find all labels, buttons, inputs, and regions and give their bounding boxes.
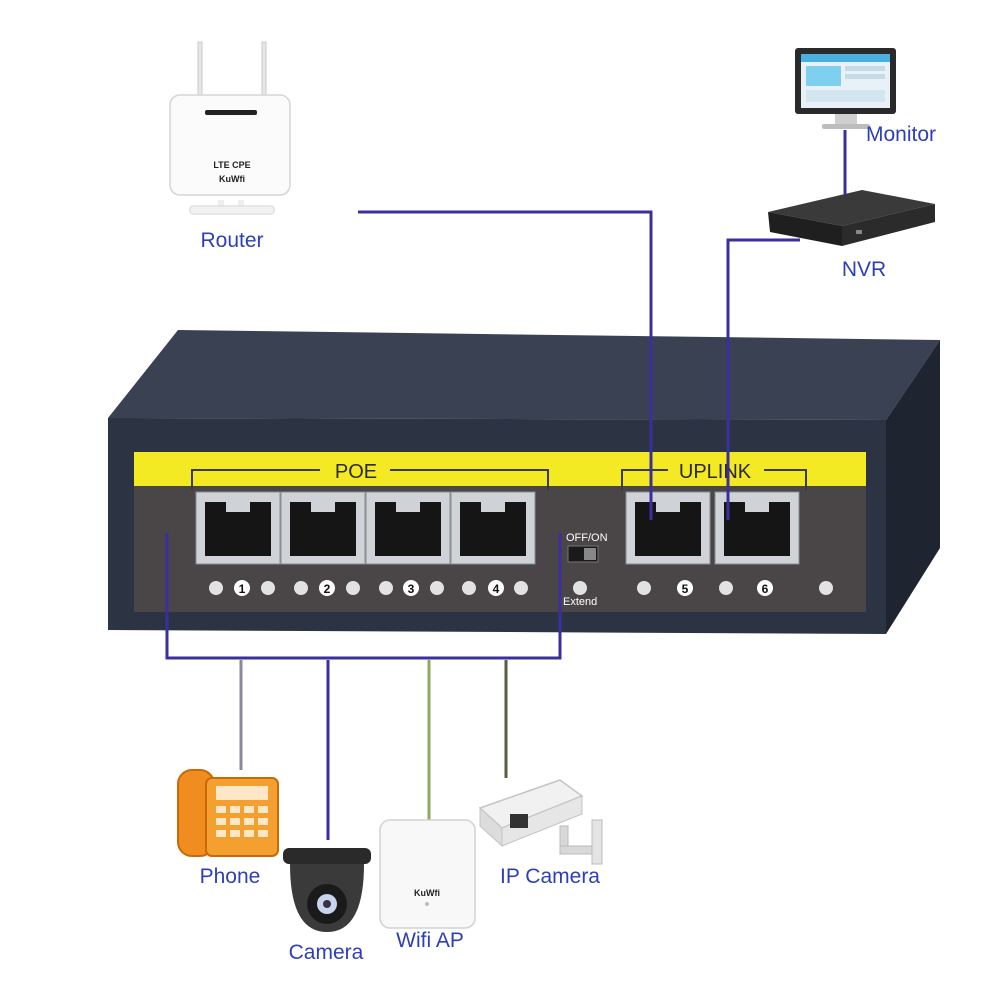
router-brand: KuWfi [219, 174, 245, 184]
port-6-number-badge [757, 580, 773, 596]
port-2-led-a [294, 581, 308, 595]
port-6-led [819, 581, 833, 595]
monitor-label: Monitor [866, 123, 936, 146]
port-3-number: 3 [408, 582, 415, 596]
ethernet-port-6[interactable] [714, 491, 800, 565]
router-cable [358, 210, 653, 520]
wifi-ap-device: KuWfi [379, 819, 476, 929]
port-2-number: 2 [324, 582, 331, 596]
poe-switch: POE UPLINK [108, 330, 940, 634]
port-6-number: 6 [762, 582, 769, 596]
port-3-number-badge [403, 580, 419, 596]
port-5-number: 5 [682, 582, 689, 596]
router-brand-top: LTE CPE [213, 160, 250, 170]
port-4-number-badge [488, 580, 504, 596]
wifi-ap-label: Wifi AP [396, 929, 464, 952]
phone-label: Phone [200, 865, 261, 888]
port-1-led-a [209, 581, 223, 595]
off-on-label: OFF/ON [566, 532, 608, 544]
port-1-number-badge [234, 580, 250, 596]
uplink-label: UPLINK [679, 461, 752, 483]
dome-camera-device [283, 848, 371, 932]
camera-label: Camera [289, 941, 364, 964]
port-5-number-badge [677, 580, 693, 596]
nvr-cable [726, 238, 800, 520]
ethernet-port-5[interactable] [625, 491, 711, 565]
nvr-device [768, 190, 935, 246]
port-3-led-b [430, 581, 444, 595]
ip-camera-device [478, 779, 603, 865]
poe-bus-cable [165, 533, 562, 660]
port-3-led-a [379, 581, 393, 595]
port-1-number: 1 [239, 582, 246, 596]
poe-label: POE [335, 461, 377, 483]
monitor-device [795, 48, 896, 129]
port-5-led-b [719, 581, 733, 595]
port-5-led-a [637, 581, 651, 595]
ethernet-port-2[interactable] [280, 491, 366, 565]
port-2-number-badge [319, 580, 335, 596]
port-1-led-b [261, 581, 275, 595]
wifi-ap-brand: KuWfi [414, 888, 440, 898]
port-2-led-b [346, 581, 360, 595]
port-4-led-b [514, 581, 528, 595]
extend-led [573, 581, 587, 595]
ethernet-port-4[interactable] [450, 491, 536, 565]
extend-label: Extend [563, 596, 597, 608]
port-4-number: 4 [493, 582, 500, 596]
nvr-label: NVR [842, 258, 886, 281]
port-4-led-a [462, 581, 476, 595]
phone-device [177, 769, 279, 857]
ethernet-port-3[interactable] [365, 491, 451, 565]
ethernet-port-1[interactable] [195, 491, 281, 565]
ip-camera-label: IP Camera [500, 865, 600, 888]
router-label: Router [200, 229, 263, 252]
router-device: LTE CPE KuWfi [169, 41, 291, 215]
